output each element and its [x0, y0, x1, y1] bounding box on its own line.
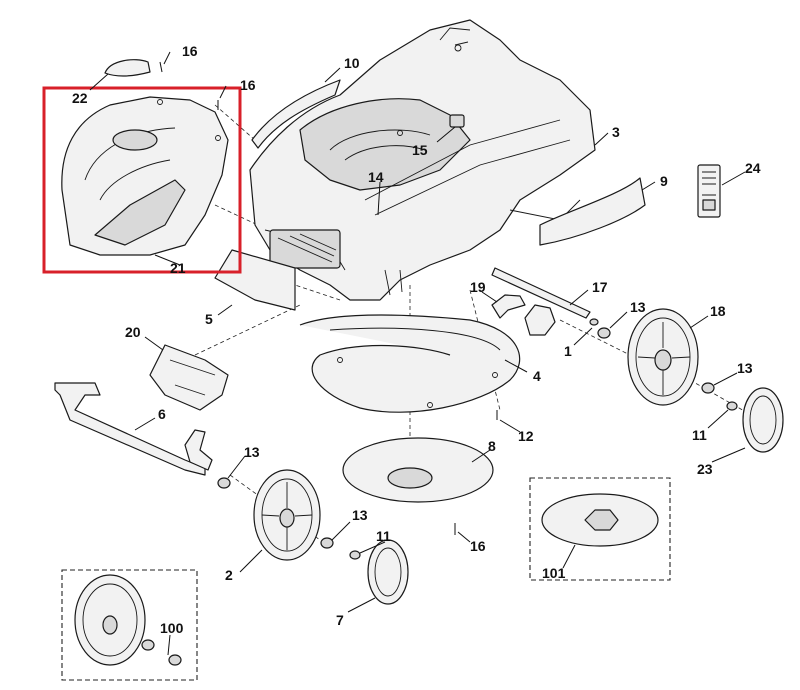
callout-21: 21 [170, 260, 186, 276]
discharge-flap[interactable] [214, 249, 296, 311]
highlight-box [42, 86, 242, 274]
side-trim-panel[interactable] [251, 79, 341, 149]
small-hardware [159, 61, 738, 560]
label-tag[interactable] [697, 164, 721, 218]
callout-9: 9 [660, 173, 668, 189]
callout-17: 17 [592, 279, 608, 295]
callout-24: 24 [745, 160, 761, 176]
wheel-kit-box[interactable] [61, 569, 198, 681]
callout-12: 12 [518, 428, 534, 444]
blade-guard-plate[interactable] [299, 314, 521, 413]
callout-11-rear: 11 [692, 427, 707, 443]
callout-15: 15 [412, 142, 428, 158]
hub-cap-front[interactable] [367, 539, 409, 605]
callout-10: 10 [344, 55, 360, 71]
callout-11-front: 11 [376, 528, 391, 544]
callout-16-disc: 16 [470, 538, 486, 554]
callout-4: 4 [533, 368, 541, 384]
callout-101: 101 [542, 565, 566, 581]
callout-14: 14 [368, 169, 384, 185]
callout-18: 18 [710, 303, 726, 319]
rear-axle[interactable] [491, 267, 591, 336]
callout-100: 100 [160, 620, 184, 636]
callout-13-rear-axle: 13 [630, 299, 646, 315]
callout-16-top: 16 [182, 43, 198, 59]
callout-numbers: 16 16 22 10 3 9 24 15 14 21 5 20 6 13 2 … [72, 43, 761, 636]
callout-5: 5 [205, 311, 213, 327]
callout-1: 1 [564, 343, 572, 359]
callout-13-front: 13 [244, 444, 260, 460]
callout-20: 20 [125, 324, 141, 340]
rear-flap[interactable] [539, 177, 646, 246]
switch-box[interactable] [149, 344, 229, 411]
callout-19: 19 [470, 279, 486, 295]
main-deck-housing[interactable] [249, 19, 596, 301]
deflector-disc[interactable] [342, 437, 494, 503]
callout-22: 22 [72, 90, 88, 106]
alt-disc-kit[interactable] [529, 477, 671, 581]
callout-8: 8 [488, 438, 496, 454]
height-latch[interactable] [491, 294, 526, 319]
callout-13-rear-hub: 13 [737, 360, 753, 376]
callout-13-hub: 13 [352, 507, 368, 523]
hub-cap-rear[interactable] [742, 387, 784, 453]
rear-wheel-right[interactable] [627, 308, 699, 406]
cover-cap[interactable] [104, 59, 151, 77]
front-wheel-left[interactable] [253, 469, 321, 561]
callout-23: 23 [697, 461, 713, 477]
callout-16-cover: 16 [240, 77, 256, 93]
engine-cover[interactable] [61, 96, 229, 256]
callout-2: 2 [225, 567, 233, 583]
callout-6: 6 [158, 406, 166, 422]
callout-3: 3 [612, 124, 620, 140]
leader-lines [89, 51, 746, 656]
front-axle[interactable] [54, 382, 213, 476]
callout-7: 7 [336, 612, 344, 628]
